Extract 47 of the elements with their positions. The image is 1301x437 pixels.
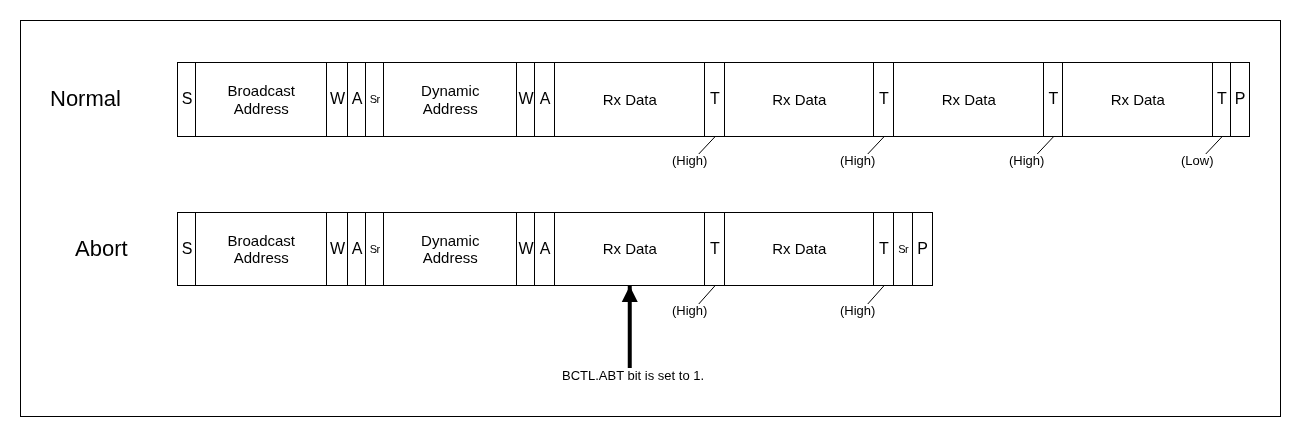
frame-segment: T <box>1043 62 1064 137</box>
leader-line <box>1205 136 1223 155</box>
frame-segment: Broadcast Address <box>195 212 328 286</box>
frame-segment: W <box>516 62 536 137</box>
frame-segment: T <box>704 212 726 286</box>
frame-segment: Dynamic Address <box>383 62 518 137</box>
frame-segment: Rx Data <box>724 62 875 137</box>
arrow <box>621 286 638 368</box>
frame-segment: W <box>326 212 349 286</box>
frame-segment: A <box>534 212 556 286</box>
level-label: (Low) <box>1181 153 1214 168</box>
level-label: (High) <box>840 153 876 168</box>
frame-segment: S <box>177 212 197 286</box>
frame-segment: Rx Data <box>554 212 706 286</box>
frame-segment: Rx Data <box>724 212 875 286</box>
level-label: (High) <box>840 303 876 318</box>
frame-segment: Broadcast Address <box>195 62 328 137</box>
leader-line <box>867 285 885 305</box>
frame-segment: Sr <box>893 212 914 286</box>
frame-segment: S <box>177 62 197 137</box>
frame-segment: P <box>912 212 933 286</box>
frame-segment: Sr <box>365 212 385 286</box>
leader-line <box>698 285 716 305</box>
frame-segment: A <box>347 62 367 137</box>
leader-line <box>867 136 885 155</box>
frame-segment: T <box>873 212 895 286</box>
frame-segment: A <box>534 62 556 137</box>
frame-segment: T <box>873 62 895 137</box>
frame-segment: W <box>326 62 349 137</box>
leader-line <box>1036 136 1054 155</box>
frame-segment: Rx Data <box>554 62 706 137</box>
frame-segment: Rx Data <box>893 62 1045 137</box>
frame-segment: T <box>704 62 726 137</box>
frame-segment: Dynamic Address <box>383 212 518 286</box>
frame-segment: W <box>516 212 536 286</box>
frame-segment: T <box>1212 62 1232 137</box>
note-text: BCTL.ABT bit is set to 1. <box>562 368 705 383</box>
level-label: (High) <box>672 153 708 168</box>
level-label: (High) <box>672 303 708 318</box>
leader-line <box>698 136 716 155</box>
frame-segment: Rx Data <box>1062 62 1214 137</box>
frame-segment: A <box>347 212 367 286</box>
level-label: (High) <box>1009 153 1045 168</box>
row-label: Abort <box>75 236 128 262</box>
frame-segment: Sr <box>365 62 385 137</box>
frame-segment: P <box>1230 62 1250 137</box>
row-label: Normal <box>50 86 121 112</box>
